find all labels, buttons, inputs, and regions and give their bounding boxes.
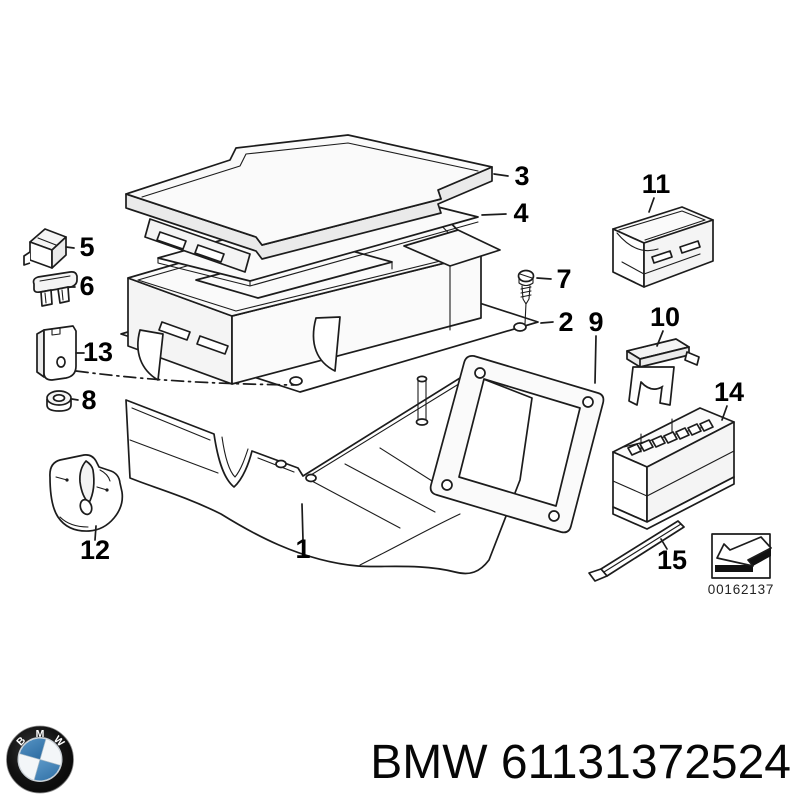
callout-7: 7 (556, 264, 571, 294)
lid-flange-slot (194, 244, 225, 263)
fuse-row (627, 419, 714, 456)
tray-boss-hole (305, 473, 317, 483)
tray-strut (309, 479, 401, 529)
callout-5: 5 (79, 232, 94, 262)
part-relay (23, 228, 67, 269)
callout-15: 15 (657, 545, 687, 575)
part-tweezers-15 (588, 520, 685, 582)
callout-4: 4 (513, 198, 528, 228)
frame-bolt-hole (548, 510, 560, 522)
reference-dash-line (75, 370, 295, 386)
callout-9: 9 (588, 307, 603, 337)
tray-u-channel-inner (221, 436, 249, 478)
part-bracket-12 (49, 454, 124, 532)
housing-slot (158, 321, 191, 341)
screw-guide-line (524, 302, 527, 325)
callout-6: 6 (79, 271, 94, 301)
lid-top-face (125, 134, 493, 246)
screw-shaft (520, 285, 532, 305)
part-fuse (32, 270, 78, 307)
part-tray-box-11 (612, 206, 714, 288)
tray-strut (344, 463, 436, 513)
housing-compartment-opening (403, 229, 501, 267)
screw-head-slot (519, 273, 533, 279)
sheet-thickness (157, 221, 479, 287)
callout-labels: 3 4 5 6 7 2 9 10 11 13 8 12 1 14 15 (79, 161, 744, 575)
plate-hole (513, 322, 527, 332)
callout-14: 14 (714, 377, 744, 407)
callout-2: 2 (558, 307, 573, 337)
callout-12: 12 (80, 535, 110, 565)
part-grommet (46, 390, 72, 412)
part-bracket-13 (36, 325, 77, 381)
housing-flap-cutout (137, 329, 164, 381)
screw-collar (518, 276, 534, 287)
frame-bolt-hole (441, 479, 453, 491)
part-bracket-10 (626, 338, 700, 406)
bmw-roundel-logo: B M W (6, 725, 74, 794)
part-fuse-holder-14 (612, 407, 735, 530)
logo-letter-m: M (36, 728, 45, 740)
part-cover-lid (125, 134, 493, 273)
frame-ring (429, 355, 605, 534)
tray-boss-hole (275, 459, 287, 469)
lid-flange-slot (156, 231, 187, 250)
stamp-code-text: 00162137 (708, 582, 774, 597)
frame-bolt-hole (474, 367, 486, 379)
part-gasket-frame (429, 355, 605, 534)
part-screw (517, 269, 535, 325)
tray-wall-contour (129, 439, 219, 474)
tray-flap-fold (359, 513, 461, 566)
logo-quadrants (19, 738, 61, 781)
part-number-title: BMW 61131372524 (370, 736, 791, 789)
leader-lines (65, 173, 728, 550)
callout-13: 13 (83, 337, 113, 367)
callout-11: 11 (642, 169, 671, 199)
lid-bevel-line (141, 142, 479, 198)
part-lower-tray (125, 372, 533, 575)
housing-flap-cutout (312, 316, 341, 372)
tray-body (125, 372, 533, 575)
housing-slot (196, 335, 229, 355)
frame-bolt-hole (582, 396, 594, 408)
callout-1: 1 (295, 534, 310, 564)
replacement-direction-arrow-icon (715, 536, 772, 572)
callout-10: 10 (650, 302, 680, 332)
callout-3: 3 (514, 161, 529, 191)
stamp-box: 00162137 (708, 533, 774, 597)
plate-hole (289, 376, 303, 386)
callout-8: 8 (81, 385, 96, 415)
